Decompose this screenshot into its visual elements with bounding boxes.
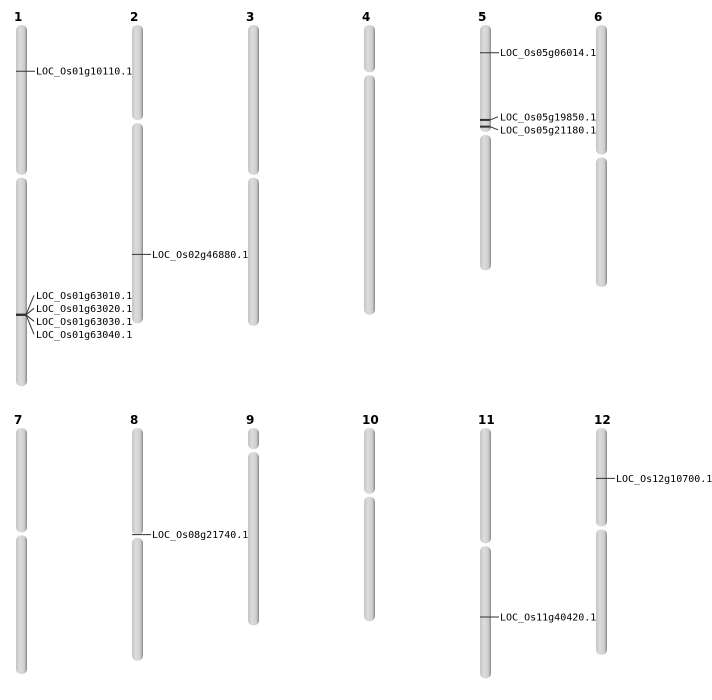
chromosome-number: 11 xyxy=(478,413,495,427)
marker-label: LOC_Os01g63020.1 xyxy=(36,304,132,315)
chromosome-number: 5 xyxy=(478,10,486,24)
chromosome-long-arm xyxy=(364,75,375,315)
marker-label: LOC_Os05g06014.1 xyxy=(500,48,596,59)
chromosome-long-arm xyxy=(480,134,491,271)
marker-label: LOC_Os05g19850.1 xyxy=(500,112,596,123)
chromosome-long-arm xyxy=(132,123,143,324)
chromosome-short-arm xyxy=(596,428,607,527)
marker-label: LOC_Os11g40420.1 xyxy=(500,613,596,624)
marker: LOC_Os05g19850.1 xyxy=(480,112,596,123)
chromosome-short-arm xyxy=(16,428,27,533)
marker: LOC_Os01g63030.1 xyxy=(16,313,132,328)
chromosome-short-arm xyxy=(16,25,27,175)
marker-label: LOC_Os08g21740.1 xyxy=(152,530,248,541)
chromosome-number: 6 xyxy=(594,10,602,24)
marker: LOC_Os01g63040.1 xyxy=(16,313,132,341)
chromosome-short-arm xyxy=(364,25,375,73)
chromosome-1: 1LOC_Os01g10110.1LOC_Os01g63010.1LOC_Os0… xyxy=(14,10,132,387)
chromosome-long-arm xyxy=(480,546,491,679)
marker: LOC_Os08g21740.1 xyxy=(132,530,248,541)
marker-label: LOC_Os02g46880.1 xyxy=(152,250,248,261)
marker-connector xyxy=(489,126,499,131)
chromosome-number: 7 xyxy=(14,413,22,427)
marker-label: LOC_Os12g10700.1 xyxy=(616,474,712,485)
chromosome-long-arm xyxy=(248,452,259,626)
marker-connector xyxy=(489,116,499,121)
marker-connector xyxy=(25,307,35,316)
marker-label: LOC_Os01g63040.1 xyxy=(36,330,132,341)
marker-label: LOC_Os01g10110.1 xyxy=(36,67,132,78)
chromosome-7: 7 xyxy=(14,413,27,675)
marker: LOC_Os01g63020.1 xyxy=(16,304,132,316)
chromosome-9: 9 xyxy=(246,413,259,626)
chromosome-long-arm xyxy=(132,537,143,661)
marker: LOC_Os01g10110.1 xyxy=(16,67,132,78)
chromosome-number: 3 xyxy=(246,10,254,24)
marker-connector xyxy=(25,314,35,335)
marker-connector xyxy=(25,295,35,315)
marker: LOC_Os02g46880.1 xyxy=(132,250,248,261)
chromosome-short-arm xyxy=(480,25,491,132)
chromosome-number: 9 xyxy=(246,413,254,427)
marker: LOC_Os11g40420.1 xyxy=(480,613,596,624)
chromosome-short-arm xyxy=(248,25,259,175)
chromosome-short-arm xyxy=(596,25,607,155)
chromosome-short-arm xyxy=(480,428,491,544)
marker: LOC_Os05g06014.1 xyxy=(480,48,596,59)
chromosome-5: 5LOC_Os05g06014.1LOC_Os05g19850.1LOC_Os0… xyxy=(478,10,596,271)
chromosome-short-arm xyxy=(132,428,143,535)
marker: LOC_Os12g10700.1 xyxy=(596,474,712,485)
chromosome-long-arm xyxy=(16,177,27,387)
marker-connector xyxy=(25,314,35,322)
chromosome-short-arm xyxy=(364,428,375,494)
chromosome-short-arm xyxy=(248,428,259,450)
chromosome-long-arm xyxy=(16,535,27,675)
chromosome-4: 4 xyxy=(362,10,375,315)
chromosome-3: 3 xyxy=(246,10,259,326)
chromosome-number: 10 xyxy=(362,413,379,427)
chromosome-short-arm xyxy=(132,25,143,121)
chromosome-6: 6 xyxy=(594,10,607,288)
chromosome-long-arm xyxy=(596,157,607,288)
marker-label: LOC_Os05g21180.1 xyxy=(500,125,596,136)
marker: LOC_Os05g21180.1 xyxy=(480,125,596,136)
chromosome-number: 8 xyxy=(130,413,138,427)
marker-label: LOC_Os01g63030.1 xyxy=(36,317,132,328)
chromosome-number: 12 xyxy=(594,413,611,427)
chromosome-number: 1 xyxy=(14,10,22,24)
chromosome-long-arm xyxy=(248,177,259,326)
chromosome-long-arm xyxy=(596,529,607,655)
chromosome-number: 2 xyxy=(130,10,138,24)
chromosome-number: 4 xyxy=(362,10,370,24)
chromosome-10: 10 xyxy=(362,413,379,622)
chromosome-long-arm xyxy=(364,496,375,622)
marker-label: LOC_Os01g63010.1 xyxy=(36,291,132,302)
